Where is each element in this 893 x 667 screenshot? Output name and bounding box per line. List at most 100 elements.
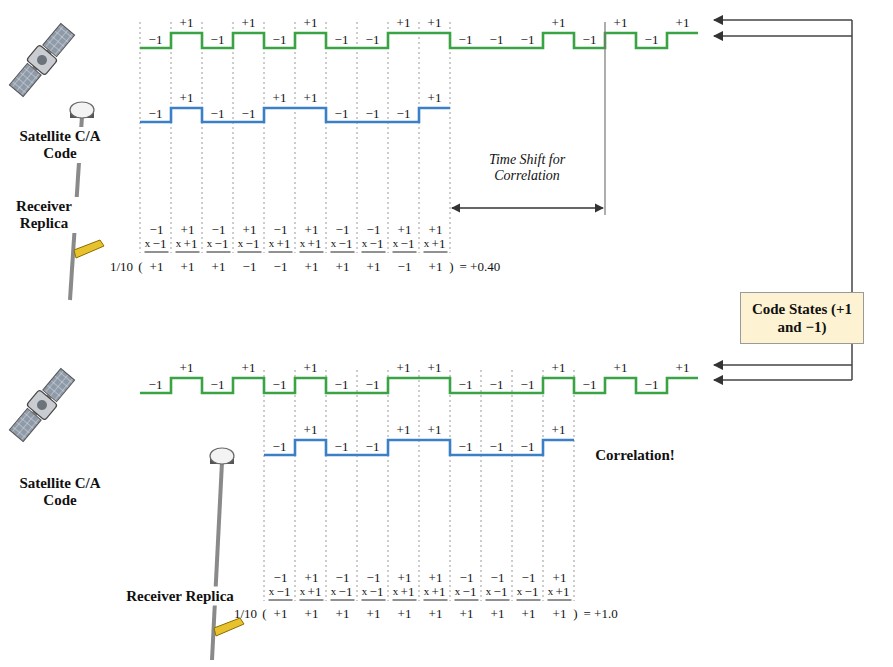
satellite-code-chip: −1 <box>273 32 287 47</box>
satellite-code-chip: +1 <box>552 15 566 30</box>
product-value: +1 <box>336 259 350 274</box>
replica-code-chip: +1 <box>304 90 318 105</box>
satellite-code-chip: −1 <box>490 377 504 392</box>
multiplicand: −1 <box>367 222 381 237</box>
multiplicand: +1 <box>429 222 443 237</box>
code-waveforms <box>140 33 698 455</box>
chip-gridline <box>326 370 327 601</box>
satellite-code-chip: +1 <box>614 360 628 375</box>
multiply-sign: x <box>362 236 368 251</box>
satellite-code-chip: −1 <box>211 32 225 47</box>
multiply-sign: x <box>269 584 275 599</box>
chip-gridline <box>171 22 172 253</box>
replica-code-chip: −1 <box>242 106 256 121</box>
multiply-sign: x <box>331 236 337 251</box>
product-underline <box>176 252 200 253</box>
multiply-sign: x <box>486 584 492 599</box>
product-value: +1 <box>274 606 288 621</box>
chip-gridline <box>264 22 265 253</box>
product-value: −1 <box>274 259 288 274</box>
multiplier: +1 <box>277 236 291 251</box>
multiplier: +1 <box>308 584 322 599</box>
satellite-code-chip: −1 <box>521 377 535 392</box>
satellite-code-chip: −1 <box>459 377 473 392</box>
multiplicand: +1 <box>305 570 319 585</box>
satellite-code-chip: +1 <box>242 15 256 30</box>
chip-gridline <box>295 22 296 253</box>
multiplicand: −1 <box>150 222 164 237</box>
multiplicand: −1 <box>212 222 226 237</box>
satellite-code-chip: +1 <box>676 15 690 30</box>
multiplier: +1 <box>432 236 446 251</box>
multiplier: −1 <box>339 236 353 251</box>
replica-code-chip: +1 <box>397 422 411 437</box>
satellite-code-chip: +1 <box>397 360 411 375</box>
multiplier: −1 <box>339 584 353 599</box>
multiply-sign: x <box>517 584 523 599</box>
multiplicand: +1 <box>398 570 412 585</box>
multiplier: +1 <box>432 584 446 599</box>
replica-code-chip: +1 <box>428 422 442 437</box>
product-value: +1 <box>460 606 474 621</box>
product-underline <box>486 600 510 601</box>
replica-code-chip: −1 <box>149 106 163 121</box>
product-underline <box>145 252 169 253</box>
product-value: +1 <box>305 606 319 621</box>
correlation-result: = +0.40 <box>460 259 501 274</box>
multiplier: −1 <box>246 236 260 251</box>
satellite-label: Satellite C/A Code <box>16 127 104 163</box>
multiply-sign: x <box>393 584 399 599</box>
replica-code-chip: +1 <box>273 90 287 105</box>
multiplier: −1 <box>277 584 291 599</box>
product-underline <box>517 600 541 601</box>
receiver-label: Receiver Replica <box>123 587 237 606</box>
receiver-pole-icon <box>210 448 244 660</box>
chip-gridline <box>295 370 296 601</box>
product-value: +1 <box>181 259 195 274</box>
multiply-sign: x <box>176 236 182 251</box>
multiply-sign: x <box>424 584 430 599</box>
multiply-sign: x <box>269 236 275 251</box>
replica-code-chip: −1 <box>273 439 287 454</box>
satellite-code-chip: −1 <box>490 32 504 47</box>
parenthesis: ( <box>138 259 142 274</box>
chip-gridline <box>388 22 389 253</box>
multiplier: +1 <box>184 236 198 251</box>
chip-gridline <box>419 370 420 601</box>
product-underline <box>331 252 355 253</box>
multiply-sign: x <box>393 236 399 251</box>
satellite-code-chip: −1 <box>645 32 659 47</box>
product-value: −1 <box>243 259 257 274</box>
multiply-sign: x <box>300 584 306 599</box>
correlation-callout: Correlation! <box>592 446 678 465</box>
multiplier: +1 <box>401 584 415 599</box>
satellite-code-chip: −1 <box>335 377 349 392</box>
chip-gridline <box>233 22 234 253</box>
product-value: +1 <box>367 606 381 621</box>
product-value: +1 <box>336 606 350 621</box>
replica-code-chip: +1 <box>552 422 566 437</box>
product-underline <box>424 252 448 253</box>
product-underline <box>424 600 448 601</box>
multiply-sign: x <box>300 236 306 251</box>
chip-gridline <box>512 370 513 601</box>
multiplicand: −1 <box>336 570 350 585</box>
replica-code-chip: −1 <box>211 106 225 121</box>
satellite-code-chip: −1 <box>366 32 380 47</box>
satellite-code-chip: −1 <box>149 32 163 47</box>
parenthesis: ( <box>262 606 266 621</box>
multiply-sign: x <box>455 584 461 599</box>
satellite-code-chip: −1 <box>459 32 473 47</box>
satellite-icon <box>7 367 77 444</box>
multiply-sign: x <box>424 236 430 251</box>
scale-fraction: 1/10 <box>234 606 257 621</box>
product-value: −1 <box>398 259 412 274</box>
multiplier: −1 <box>153 236 167 251</box>
product-underline <box>393 252 417 253</box>
chip-gridline <box>574 370 575 601</box>
multiplier: −1 <box>215 236 229 251</box>
multiplicand: +1 <box>553 570 567 585</box>
satellite-code-chip: −1 <box>583 377 597 392</box>
multiplier: −1 <box>370 584 384 599</box>
multiply-sign: x <box>548 584 554 599</box>
